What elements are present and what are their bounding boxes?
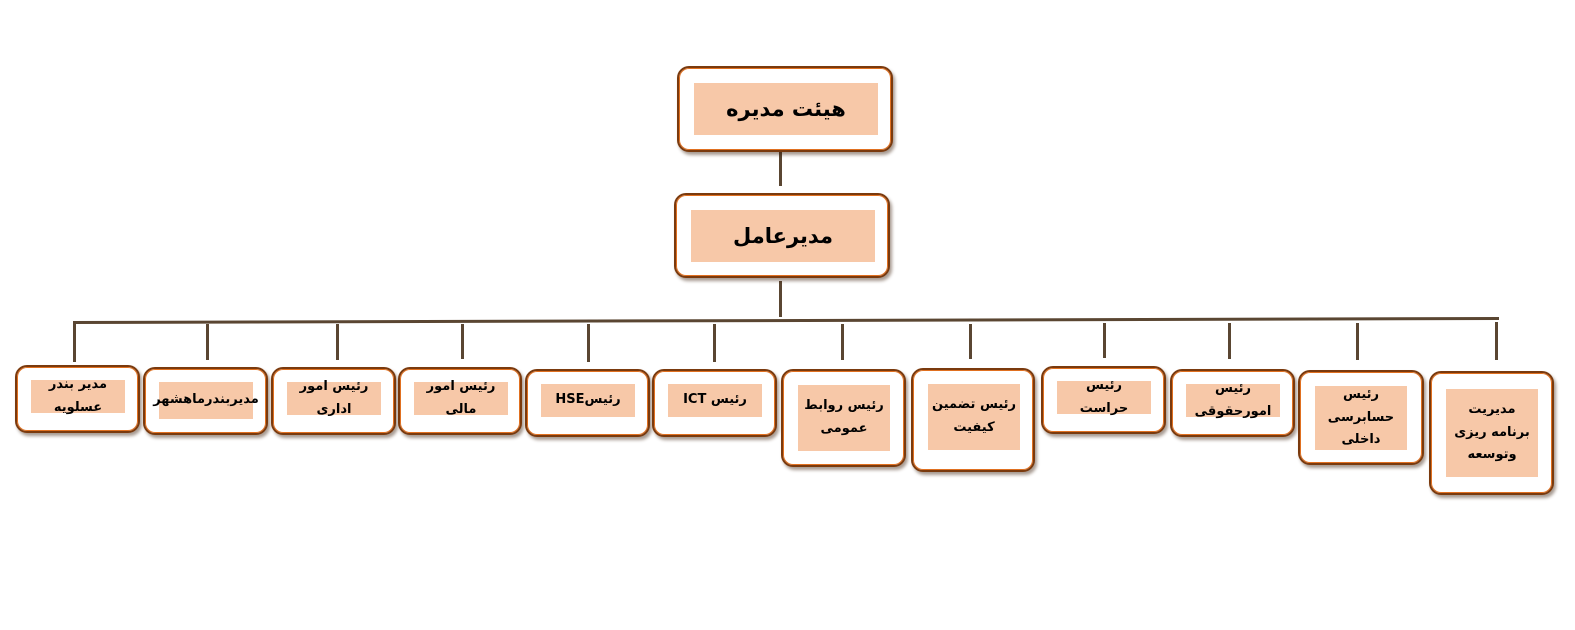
connector-horizontal-bus bbox=[72, 317, 1499, 324]
connector-drop-2 bbox=[336, 324, 339, 360]
department-label: رئیس امورحقوقی bbox=[1186, 381, 1280, 419]
department-node: رئیسHSE bbox=[525, 369, 650, 437]
department-label: مدیریت برنامه ریزی وتوسعه bbox=[1446, 389, 1538, 477]
department-node: رئیس تضمین کیفیت bbox=[911, 368, 1035, 472]
ceo-node: مدیرعامل bbox=[674, 193, 890, 278]
department-node: مدیر بندر عسلویه bbox=[15, 365, 140, 433]
department-node: رئیس ICT bbox=[652, 369, 777, 437]
connector-drop-3 bbox=[461, 324, 464, 359]
connector-drop-8 bbox=[1103, 323, 1106, 358]
department-label: رئیس ICT bbox=[668, 384, 762, 417]
department-label: رئیس تضمین کیفیت bbox=[928, 384, 1020, 450]
department-node: رئیس امور مالی bbox=[398, 367, 522, 435]
department-node: رئیس امور اداری bbox=[271, 367, 396, 435]
department-label: رئیس حراست bbox=[1057, 378, 1151, 416]
department-label: رئیس حسابرسی داخلی bbox=[1315, 386, 1407, 450]
connector-drop-7 bbox=[969, 324, 972, 359]
department-label: رئیس امور مالی bbox=[414, 379, 508, 417]
department-node: مدیریت برنامه ریزی وتوسعه bbox=[1429, 371, 1554, 495]
connector-drop-5 bbox=[713, 324, 716, 362]
department-label: رئیس امور اداری bbox=[287, 379, 381, 417]
department-label: رئیسHSE bbox=[541, 384, 635, 417]
department-label: رئیس روابط عمومی bbox=[798, 385, 890, 451]
connector-drop-1 bbox=[206, 324, 209, 360]
department-node: رئیس امورحقوقی bbox=[1170, 369, 1295, 437]
connector-drop-4 bbox=[587, 324, 590, 362]
board-label: هیئت مدیره bbox=[694, 83, 878, 135]
connector-drop-6 bbox=[841, 324, 844, 360]
department-node: رئیس روابط عمومی bbox=[781, 369, 906, 467]
board-node: هیئت مدیره bbox=[677, 66, 893, 152]
department-label: مدیر بندر عسلویه bbox=[31, 377, 125, 415]
connector-drop-0 bbox=[73, 324, 76, 362]
ceo-label: مدیرعامل bbox=[691, 210, 875, 262]
department-node: مدیربندرماهشهر bbox=[143, 367, 268, 435]
connector-drop-9 bbox=[1228, 323, 1231, 359]
connector-board-ceo bbox=[779, 152, 782, 186]
connector-drop-10 bbox=[1356, 323, 1359, 360]
department-node: رئیس حسابرسی داخلی bbox=[1298, 370, 1424, 465]
department-node: رئیس حراست bbox=[1041, 366, 1166, 434]
connector-ceo-bus bbox=[779, 281, 782, 317]
department-label: مدیربندرماهشهر bbox=[153, 382, 259, 419]
connector-drop-11 bbox=[1495, 322, 1498, 360]
